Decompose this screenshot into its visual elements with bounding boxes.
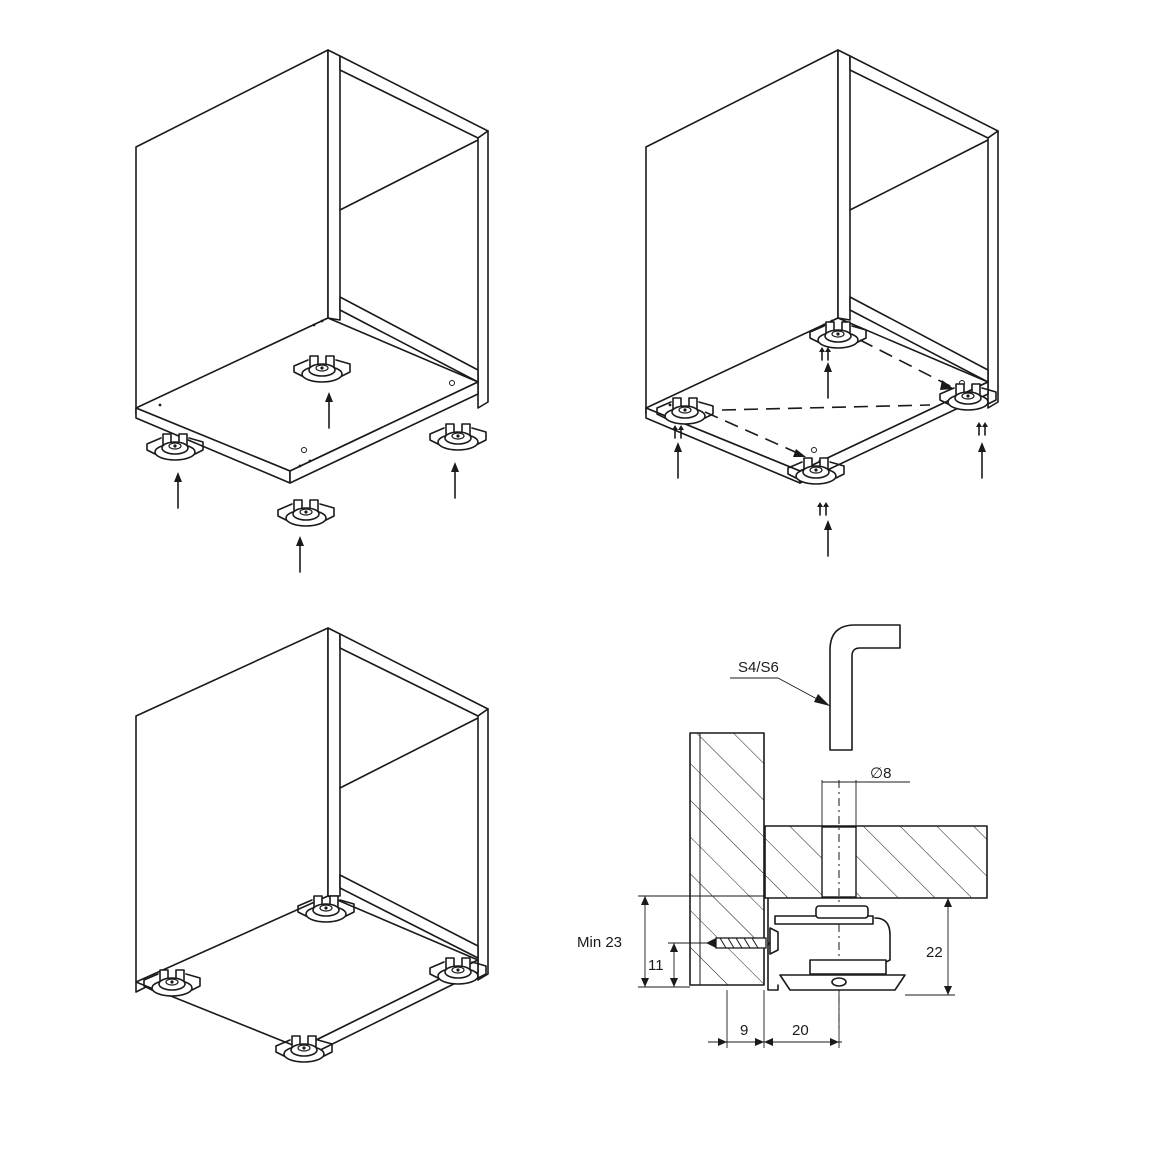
foot-height-label: 22 <box>926 944 943 961</box>
step-4-section-detail: S4/S6 ∅8 Min 23 11 <box>577 624 988 1048</box>
min-height-label: Min 23 <box>577 934 622 951</box>
offset-20-label: 20 <box>792 1022 809 1039</box>
leveller-foot-icon <box>429 423 487 451</box>
allen-key-icon <box>829 624 901 751</box>
up-arrow-icon <box>673 441 683 479</box>
up-arrow-icon <box>977 441 987 479</box>
step-1-exploded-view <box>135 49 489 573</box>
up-arrow-icon <box>173 471 183 509</box>
bottom-panel-section <box>765 826 987 898</box>
alignment-line <box>721 404 931 411</box>
screw-icon <box>816 501 830 516</box>
offset-9-label: 9 <box>740 1022 748 1039</box>
alignment-line <box>704 411 803 456</box>
screw-height-label: 11 <box>648 957 664 974</box>
up-arrow-icon <box>295 535 305 573</box>
key-size-label: S4/S6 <box>738 659 779 676</box>
up-arrow-icon <box>823 519 833 557</box>
step-3-assembled-view <box>135 627 489 1063</box>
step-2-alignment-view <box>645 49 999 557</box>
screw-icon <box>975 421 989 436</box>
leveller-foot-icon <box>277 499 335 527</box>
hole-diameter-label: ∅8 <box>870 765 891 782</box>
alignment-line <box>859 339 951 387</box>
cabinet-carcass <box>135 49 489 484</box>
up-arrow-icon <box>450 461 460 499</box>
